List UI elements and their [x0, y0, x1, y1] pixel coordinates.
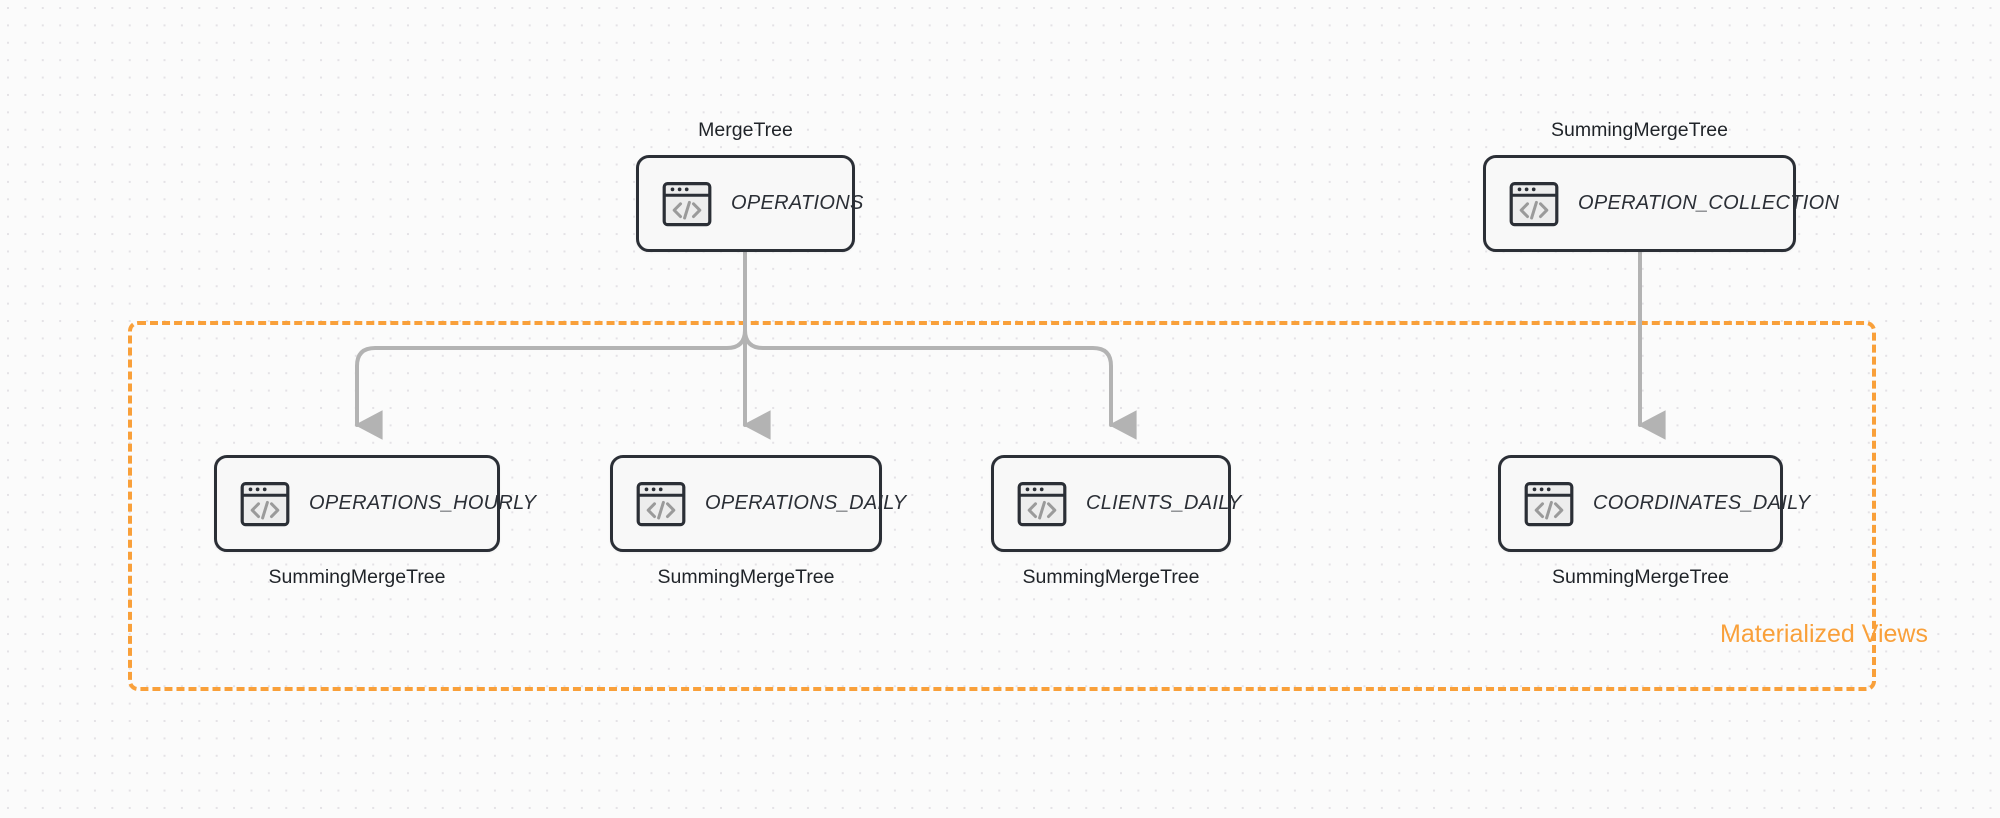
table-node-coordinates_daily[interactable]: COORDINATES_DAILY: [1498, 455, 1810, 552]
code-window-icon: [662, 181, 712, 226]
table-node-operations_daily[interactable]: OPERATIONS_DAILY: [610, 455, 906, 552]
code-window-icon: [636, 481, 686, 526]
table-node-operations_hourly[interactable]: OPERATIONS_HOURLY: [214, 455, 536, 552]
code-window-icon: [661, 178, 713, 230]
code-window-icon: [240, 481, 290, 526]
table-node-label: CLIENTS_DAILY: [1086, 492, 1242, 514]
code-window-icon: [1523, 478, 1575, 530]
code-window-icon: [1016, 478, 1068, 530]
code-window-icon: [635, 478, 687, 530]
table-node-operations[interactable]: OPERATIONS: [636, 155, 863, 252]
table-node-operation_collection[interactable]: OPERATION_COLLECTION: [1483, 155, 1839, 252]
table-node-clients_daily[interactable]: CLIENTS_DAILY: [991, 455, 1241, 552]
materialized-views-group-label: Materialized Views: [1720, 620, 1928, 648]
engine-caption-operation_collection: SummingMergeTree: [1550, 119, 1729, 141]
code-window-icon: [1017, 481, 1067, 526]
table-node-label: OPERATION_COLLECTION: [1578, 192, 1840, 214]
code-window-icon: [1508, 178, 1560, 230]
code-window-icon: [1524, 481, 1574, 526]
engine-caption-clients_daily: SummingMergeTree: [1022, 566, 1200, 588]
engine-caption-coordinates_daily: SummingMergeTree: [1551, 566, 1730, 588]
engine-caption-operations: MergeTree: [698, 119, 793, 141]
table-node-label: OPERATIONS_DAILY: [705, 492, 907, 514]
table-node-label: COORDINATES_DAILY: [1593, 492, 1811, 514]
engine-caption-operations_hourly: SummingMergeTree: [268, 566, 446, 588]
table-node-label: OPERATIONS_HOURLY: [309, 492, 537, 514]
code-window-icon: [239, 478, 291, 530]
code-window-icon: [1509, 181, 1559, 226]
table-node-label: OPERATIONS: [731, 192, 864, 214]
engine-caption-operations_daily: SummingMergeTree: [657, 566, 835, 588]
